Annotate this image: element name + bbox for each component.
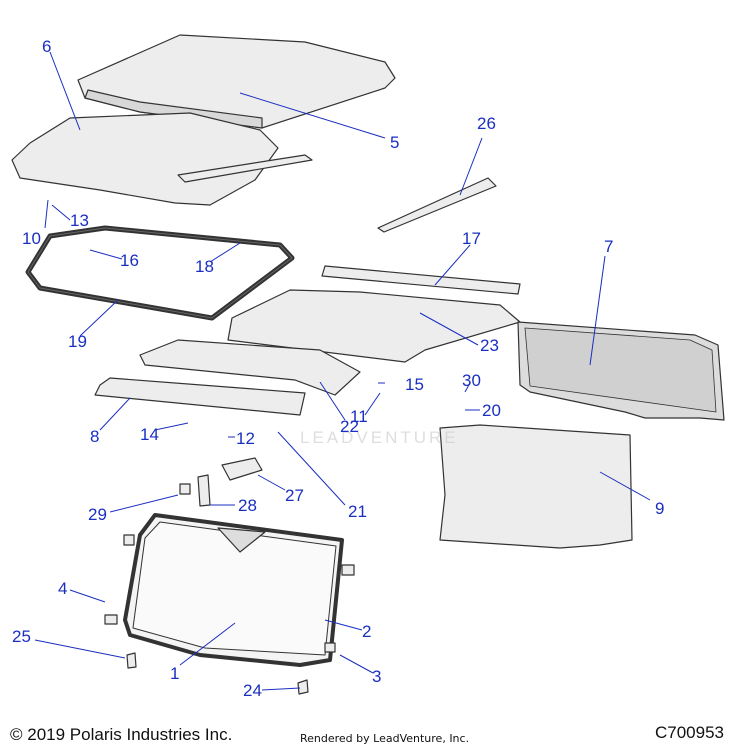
part-seal-strip xyxy=(377,177,497,233)
part-front-tray xyxy=(139,339,361,396)
callout-2: 2 xyxy=(362,622,372,641)
callout-9: 9 xyxy=(655,499,665,518)
callout-4: 4 xyxy=(58,579,68,598)
callout-22: 22 xyxy=(340,417,359,436)
part-frame-seal xyxy=(25,225,295,321)
callout-14: 14 xyxy=(140,425,159,444)
callout-17: 17 xyxy=(462,229,481,248)
callout-29: 29 xyxy=(88,505,107,524)
part-lower-bar xyxy=(94,377,306,416)
callout-12: 12 xyxy=(236,429,255,448)
callout-26: 26 xyxy=(477,114,496,133)
callout-6: 6 xyxy=(42,37,52,56)
callout-7: 7 xyxy=(604,237,614,256)
callout-25: 25 xyxy=(12,627,31,646)
callout-28: 28 xyxy=(238,496,257,515)
callout-1: 1 xyxy=(170,664,180,683)
callout-27: 27 xyxy=(285,486,304,505)
part-top-bar xyxy=(321,265,521,295)
callout-18: 18 xyxy=(195,257,214,276)
part-headliner xyxy=(11,112,279,206)
callout-16: 16 xyxy=(120,251,139,270)
part-roof-panel xyxy=(77,34,396,129)
callout-23: 23 xyxy=(480,336,499,355)
copyright-text: © 2019 Polaris Industries Inc. xyxy=(10,725,233,744)
callout-3: 3 xyxy=(372,667,382,686)
callout-19: 19 xyxy=(68,332,87,351)
callout-24: 24 xyxy=(243,681,262,700)
callout-11: 11 xyxy=(350,407,368,426)
part-mirror xyxy=(221,457,263,481)
watermark: LEADVENTURE xyxy=(300,428,459,447)
callout-30: 30 xyxy=(462,371,481,390)
part-bracket xyxy=(197,474,211,507)
callout-8: 8 xyxy=(90,427,100,446)
rendered-by-text: Rendered by LeadVenture, Inc. xyxy=(300,732,470,745)
callout-15: 15 xyxy=(405,375,424,394)
callout-10: 10 xyxy=(22,229,41,248)
part-back-panel xyxy=(439,424,633,549)
callout-13: 13 xyxy=(70,211,89,230)
diagram-code: C700953 xyxy=(655,723,725,742)
callout-5: 5 xyxy=(390,133,400,152)
callout-20: 20 xyxy=(482,401,501,420)
callout-21: 21 xyxy=(348,502,367,521)
